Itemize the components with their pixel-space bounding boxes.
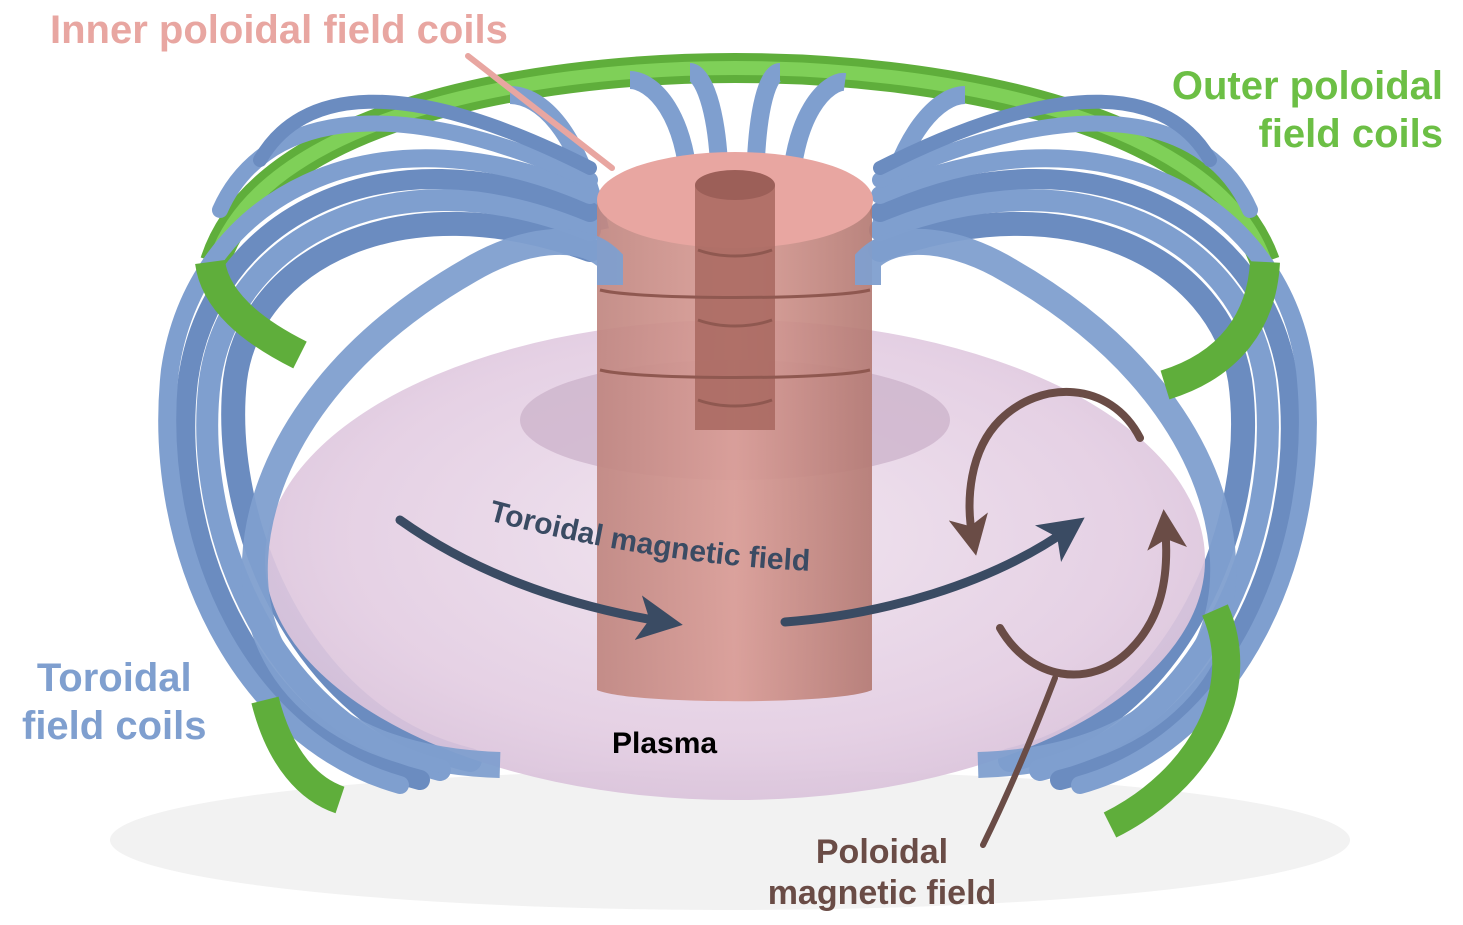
toroidal-coils-front xyxy=(241,228,1237,778)
plasma-label: Plasma xyxy=(612,727,718,760)
poloidal-field-arrow xyxy=(948,388,1188,848)
toroidal-field-coils-label-line2: field coils xyxy=(22,704,207,748)
poloidal-field-label: Poloidal magnetic field xyxy=(762,832,1002,914)
floor-shadow xyxy=(110,770,1350,910)
poloidal-field-label-line2: magnetic field xyxy=(767,873,997,912)
outer-poloidal-coils-label: Outer poloidal field coils xyxy=(1172,62,1443,158)
outer-poloidal-coils-label-line1: Outer poloidal xyxy=(1171,64,1443,108)
toroidal-field-coils-label-line1: Toroidal xyxy=(36,656,192,700)
outer-poloidal-coils-label-line2: field coils xyxy=(1258,112,1444,156)
toroidal-field-coils-label: Toroidal field coils xyxy=(22,654,207,750)
outer-poloidal-coils-front xyxy=(195,259,1280,838)
outer-poloidal-coil-top-highlight xyxy=(208,60,1272,265)
inner-coils-leader-line xyxy=(465,53,615,171)
poloidal-field-label-line1: Poloidal xyxy=(815,833,949,871)
inner-poloidal-coils xyxy=(597,152,873,702)
toroidal-field-arrow xyxy=(395,515,1085,640)
inner-poloidal-coils-label: Inner poloidal field coils xyxy=(50,8,508,52)
